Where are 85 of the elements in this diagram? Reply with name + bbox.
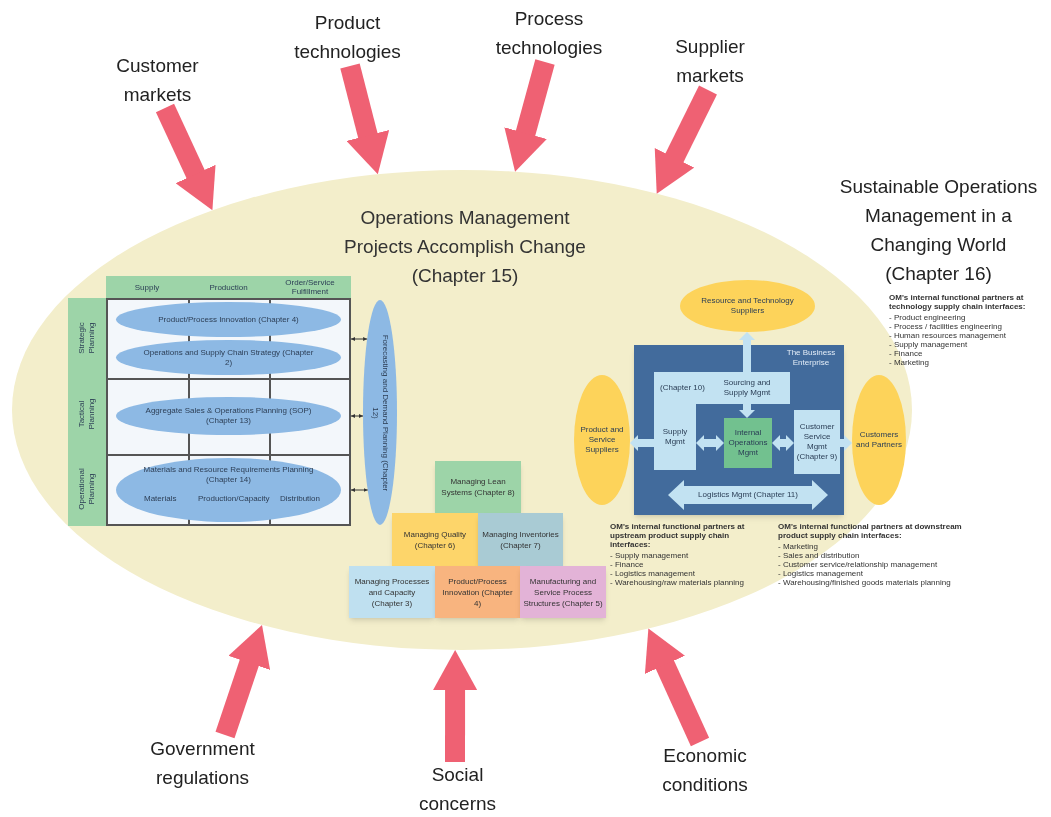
arrow bbox=[350, 488, 369, 492]
arrow bbox=[644, 628, 710, 747]
list-item: - Supply management bbox=[889, 340, 969, 349]
node-text: Forecasting and Demand Planning (Chapter 12) bbox=[370, 333, 390, 493]
arrow bbox=[840, 435, 853, 451]
arrow bbox=[654, 85, 717, 194]
list-item: - Process / facilities engineering bbox=[889, 322, 1003, 331]
node-text: Aggregate Sales & Operations Planning (SOP) (Chapter 13) bbox=[144, 406, 313, 426]
management-band bbox=[794, 410, 840, 474]
arrow bbox=[629, 435, 654, 451]
node-text: Resource and Technology Suppliers bbox=[700, 296, 795, 316]
management-band bbox=[654, 372, 790, 404]
node-text: Managing Quality (Chapter 6) bbox=[402, 528, 468, 551]
node-text: Distribution bbox=[280, 494, 320, 504]
node-text: Product and Service Suppliers bbox=[579, 425, 625, 455]
node-text: The Business Enterprise bbox=[785, 348, 837, 368]
node-text: Supply Mgmt bbox=[661, 427, 689, 447]
force-text: Customer markets bbox=[115, 54, 200, 107]
chapter-label: Sustainable Operations Management in a Changing World (Chapter 16) bbox=[838, 175, 1039, 286]
list-item: - Customer service/relationship management bbox=[778, 560, 939, 569]
list-heading: OM's internal functional partners at technology supply chain interfaces: bbox=[889, 293, 1027, 311]
node-text: Product/Process Innovation (Chapter 4) bbox=[158, 314, 299, 325]
list-item: - Marketing bbox=[889, 358, 930, 367]
node-text: Customers and Partners bbox=[855, 430, 903, 450]
arrow bbox=[155, 103, 216, 211]
column-header: Supply bbox=[133, 281, 161, 294]
list-item: - Logistics management bbox=[778, 569, 864, 578]
row-header: Operational Planning bbox=[77, 467, 97, 512]
management-band bbox=[654, 404, 696, 470]
arrow bbox=[433, 649, 478, 762]
column-header: Production bbox=[208, 281, 249, 294]
node-text: Customer Service Mgmt (Chapter 9) bbox=[795, 422, 839, 462]
column-header: Order/Service Fulfillment bbox=[284, 277, 336, 298]
node-text: Production/Capacity bbox=[198, 494, 270, 504]
node-text: Managing Processes and Capacity (Chapter 3) bbox=[353, 575, 431, 609]
node-text: Product/Process Innovation (Chapter 4) bbox=[441, 575, 514, 609]
node-text: Operations and Supply Chain Strategy (Chapter 2) bbox=[142, 347, 315, 368]
arrow bbox=[504, 59, 555, 172]
arrow bbox=[739, 404, 755, 418]
list-item: - Supply management bbox=[610, 551, 690, 560]
row-header: Strategic Planning bbox=[77, 321, 97, 356]
node-text: Internal Operations Mgmt bbox=[727, 428, 769, 458]
node-text: (Chapter 10) bbox=[660, 383, 705, 393]
arrow bbox=[350, 414, 364, 418]
list-item: - Human resources management bbox=[889, 331, 1007, 340]
force-text: Economic conditions bbox=[661, 744, 749, 797]
force-text: Government regulations bbox=[149, 737, 256, 790]
list-item: - Sales and distribution bbox=[778, 551, 861, 560]
arrow bbox=[772, 435, 794, 451]
operations-box bbox=[724, 418, 772, 468]
enterprise-panel bbox=[634, 345, 844, 515]
arrow bbox=[215, 625, 271, 739]
double-arrow-band bbox=[668, 480, 828, 510]
node-text: Manufacturing and Service Process Structures (Chapter 5) bbox=[523, 575, 603, 609]
node-text: Logistics Mgmt (Chapter 11) bbox=[698, 490, 798, 500]
pyramid-block bbox=[520, 566, 606, 618]
arrow bbox=[350, 337, 368, 341]
pyramid-block bbox=[478, 513, 563, 566]
node-text: Materials bbox=[144, 494, 177, 504]
pyramid-block bbox=[435, 566, 520, 618]
pyramid-block bbox=[392, 513, 478, 566]
force-text: Product technologies bbox=[293, 11, 402, 64]
list-item: - Marketing bbox=[778, 542, 819, 551]
node-text: Materials and Resource Requirements Planning (Chapter 14) bbox=[142, 465, 315, 485]
force-text: Social concerns bbox=[418, 763, 497, 816]
force-text: Supplier markets bbox=[674, 35, 746, 88]
row-header: Tactical Planning bbox=[77, 397, 97, 432]
list-item: - Warehousing/raw materials planning bbox=[610, 578, 745, 587]
planning-grid bbox=[106, 298, 351, 526]
arrow bbox=[739, 332, 755, 372]
node-text: Managing Lean Systems (Chapter 8) bbox=[440, 476, 516, 498]
list-item: - Finance bbox=[610, 560, 645, 569]
pyramid-block bbox=[435, 461, 521, 513]
list-item: - Logistics management bbox=[610, 569, 696, 578]
arrow bbox=[340, 63, 390, 175]
list-heading: OM's internal functional partners at upstream product supply chain interfaces: bbox=[610, 522, 746, 549]
node-text: Sourcing and Supply Mgmt bbox=[722, 378, 772, 398]
list-heading: OM's internal functional partners at downstream product supply chain interfaces: bbox=[778, 522, 963, 540]
list-item: - Finance bbox=[889, 349, 924, 358]
list-item: - Product engineering bbox=[889, 313, 967, 322]
list-item: - Warehousing/finished goods materials planning bbox=[778, 578, 952, 587]
force-text: Process technologies bbox=[494, 7, 604, 60]
arrow bbox=[696, 435, 724, 451]
pyramid-block bbox=[349, 566, 435, 618]
node-text: Managing Inventories (Chapter 7) bbox=[481, 528, 560, 551]
